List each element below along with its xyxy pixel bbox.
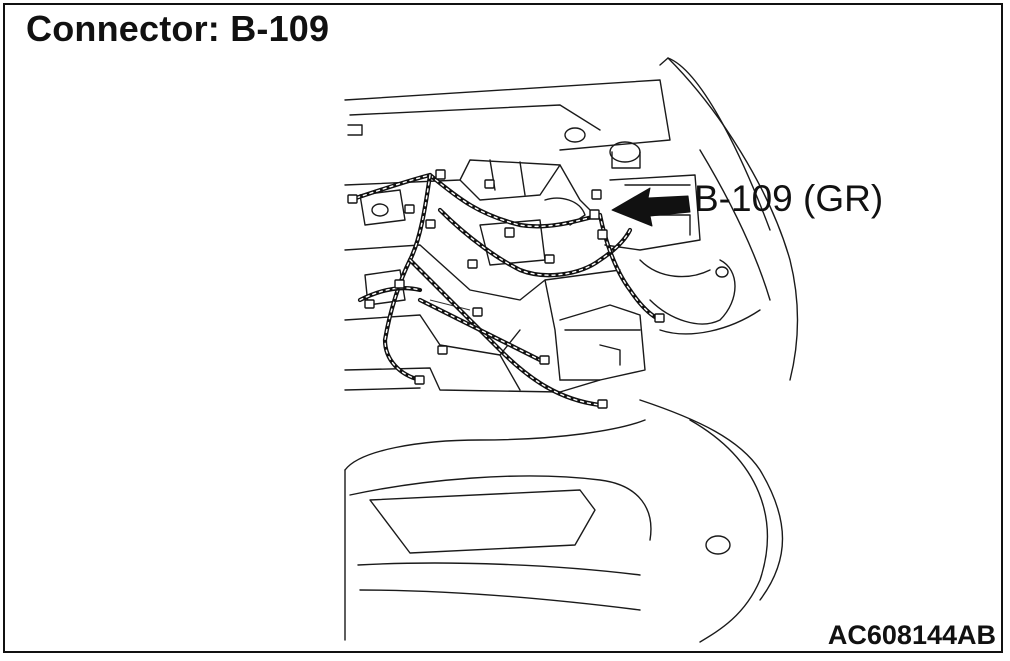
connector-callout-label: B-109 (GR) bbox=[694, 178, 884, 219]
hood-outline bbox=[659, 57, 799, 381]
harness-connectors bbox=[347, 169, 665, 409]
figure-title: Connector: B-109 bbox=[26, 8, 330, 49]
engine-components bbox=[344, 159, 761, 393]
bumper-outline bbox=[344, 399, 784, 643]
figure-frame bbox=[3, 3, 1003, 653]
callout-arrow bbox=[611, 187, 691, 227]
cowl-panel bbox=[344, 79, 671, 169]
figure-id: AC608144AB bbox=[827, 620, 996, 650]
